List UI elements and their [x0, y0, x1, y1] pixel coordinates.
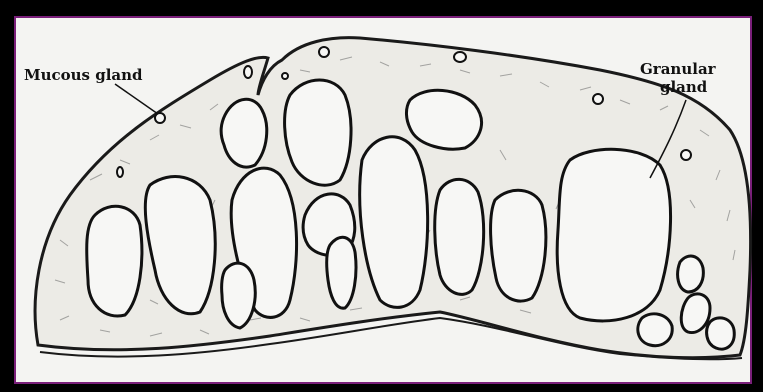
mucous-gland-4 [454, 52, 466, 62]
gland-13 [557, 149, 670, 321]
gland-10 [406, 90, 481, 149]
gland-6 [285, 80, 351, 185]
mucous-gland-1 [155, 113, 165, 123]
gland-11 [435, 179, 484, 294]
gland-3 [221, 99, 267, 167]
gland-1 [87, 206, 142, 316]
gland-17 [707, 318, 735, 349]
gland-16 [638, 314, 672, 346]
mucous-gland-leader [115, 84, 158, 114]
mucous-gland-7 [282, 73, 288, 79]
gland-8 [327, 237, 356, 308]
mucous-gland-6 [681, 150, 691, 160]
mucous-gland-2 [117, 167, 123, 177]
mucous-gland-5 [593, 94, 603, 104]
mucous-gland-label: Mucous gland [24, 66, 143, 84]
gland-12 [491, 190, 546, 301]
mucous-gland-3 [319, 47, 329, 57]
mucous-gland-8 [244, 66, 252, 78]
granular-gland-label-line1: Granular [640, 60, 717, 78]
granular-gland-label-line2: gland [660, 78, 708, 96]
gland-5 [222, 263, 256, 328]
gland-14 [678, 256, 704, 292]
